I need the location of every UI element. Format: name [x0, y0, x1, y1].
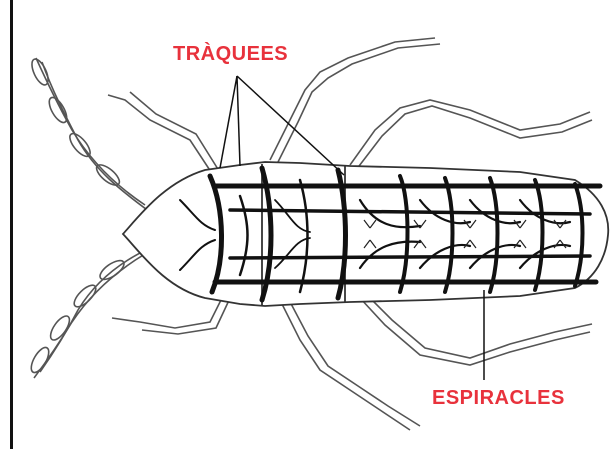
- label-tracheae: TRÀQUEES: [173, 43, 288, 66]
- label-spiracles: ESPIRACLES: [432, 387, 565, 410]
